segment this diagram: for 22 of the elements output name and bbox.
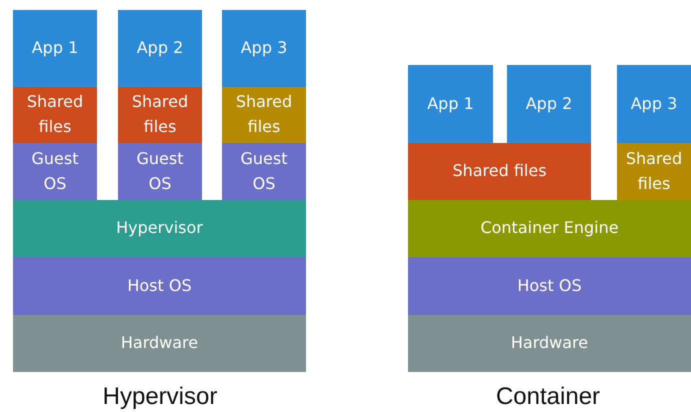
hardware-layer: Hardware <box>13 315 306 372</box>
shared-files-block: Shared files <box>222 87 306 143</box>
shared-files-block: Shared files <box>617 143 691 200</box>
shared-files-block: Shared files <box>13 87 97 143</box>
app-block: App 1 <box>13 10 97 87</box>
app-block: App 2 <box>507 65 591 143</box>
guest-os-block: Guest OS <box>222 143 306 200</box>
host-os-layer: Host OS <box>408 257 691 315</box>
guest-os-block: Guest OS <box>13 143 97 200</box>
container-engine-layer: Container Engine <box>408 200 691 257</box>
hardware-layer: Hardware <box>408 315 691 372</box>
diagram-caption: Container <box>496 383 600 411</box>
shared-files-block: Shared files <box>408 143 591 200</box>
app-block: App 2 <box>118 10 202 87</box>
diagram-caption: Hypervisor <box>102 383 218 411</box>
host-os-layer: Host OS <box>13 257 306 315</box>
app-block: App 3 <box>222 10 306 87</box>
app-block: App 3 <box>617 65 691 143</box>
app-block: App 1 <box>408 65 493 143</box>
shared-files-block: Shared files <box>118 87 202 143</box>
hypervisor-layer: Hypervisor <box>13 200 306 257</box>
guest-os-block: Guest OS <box>118 143 202 200</box>
